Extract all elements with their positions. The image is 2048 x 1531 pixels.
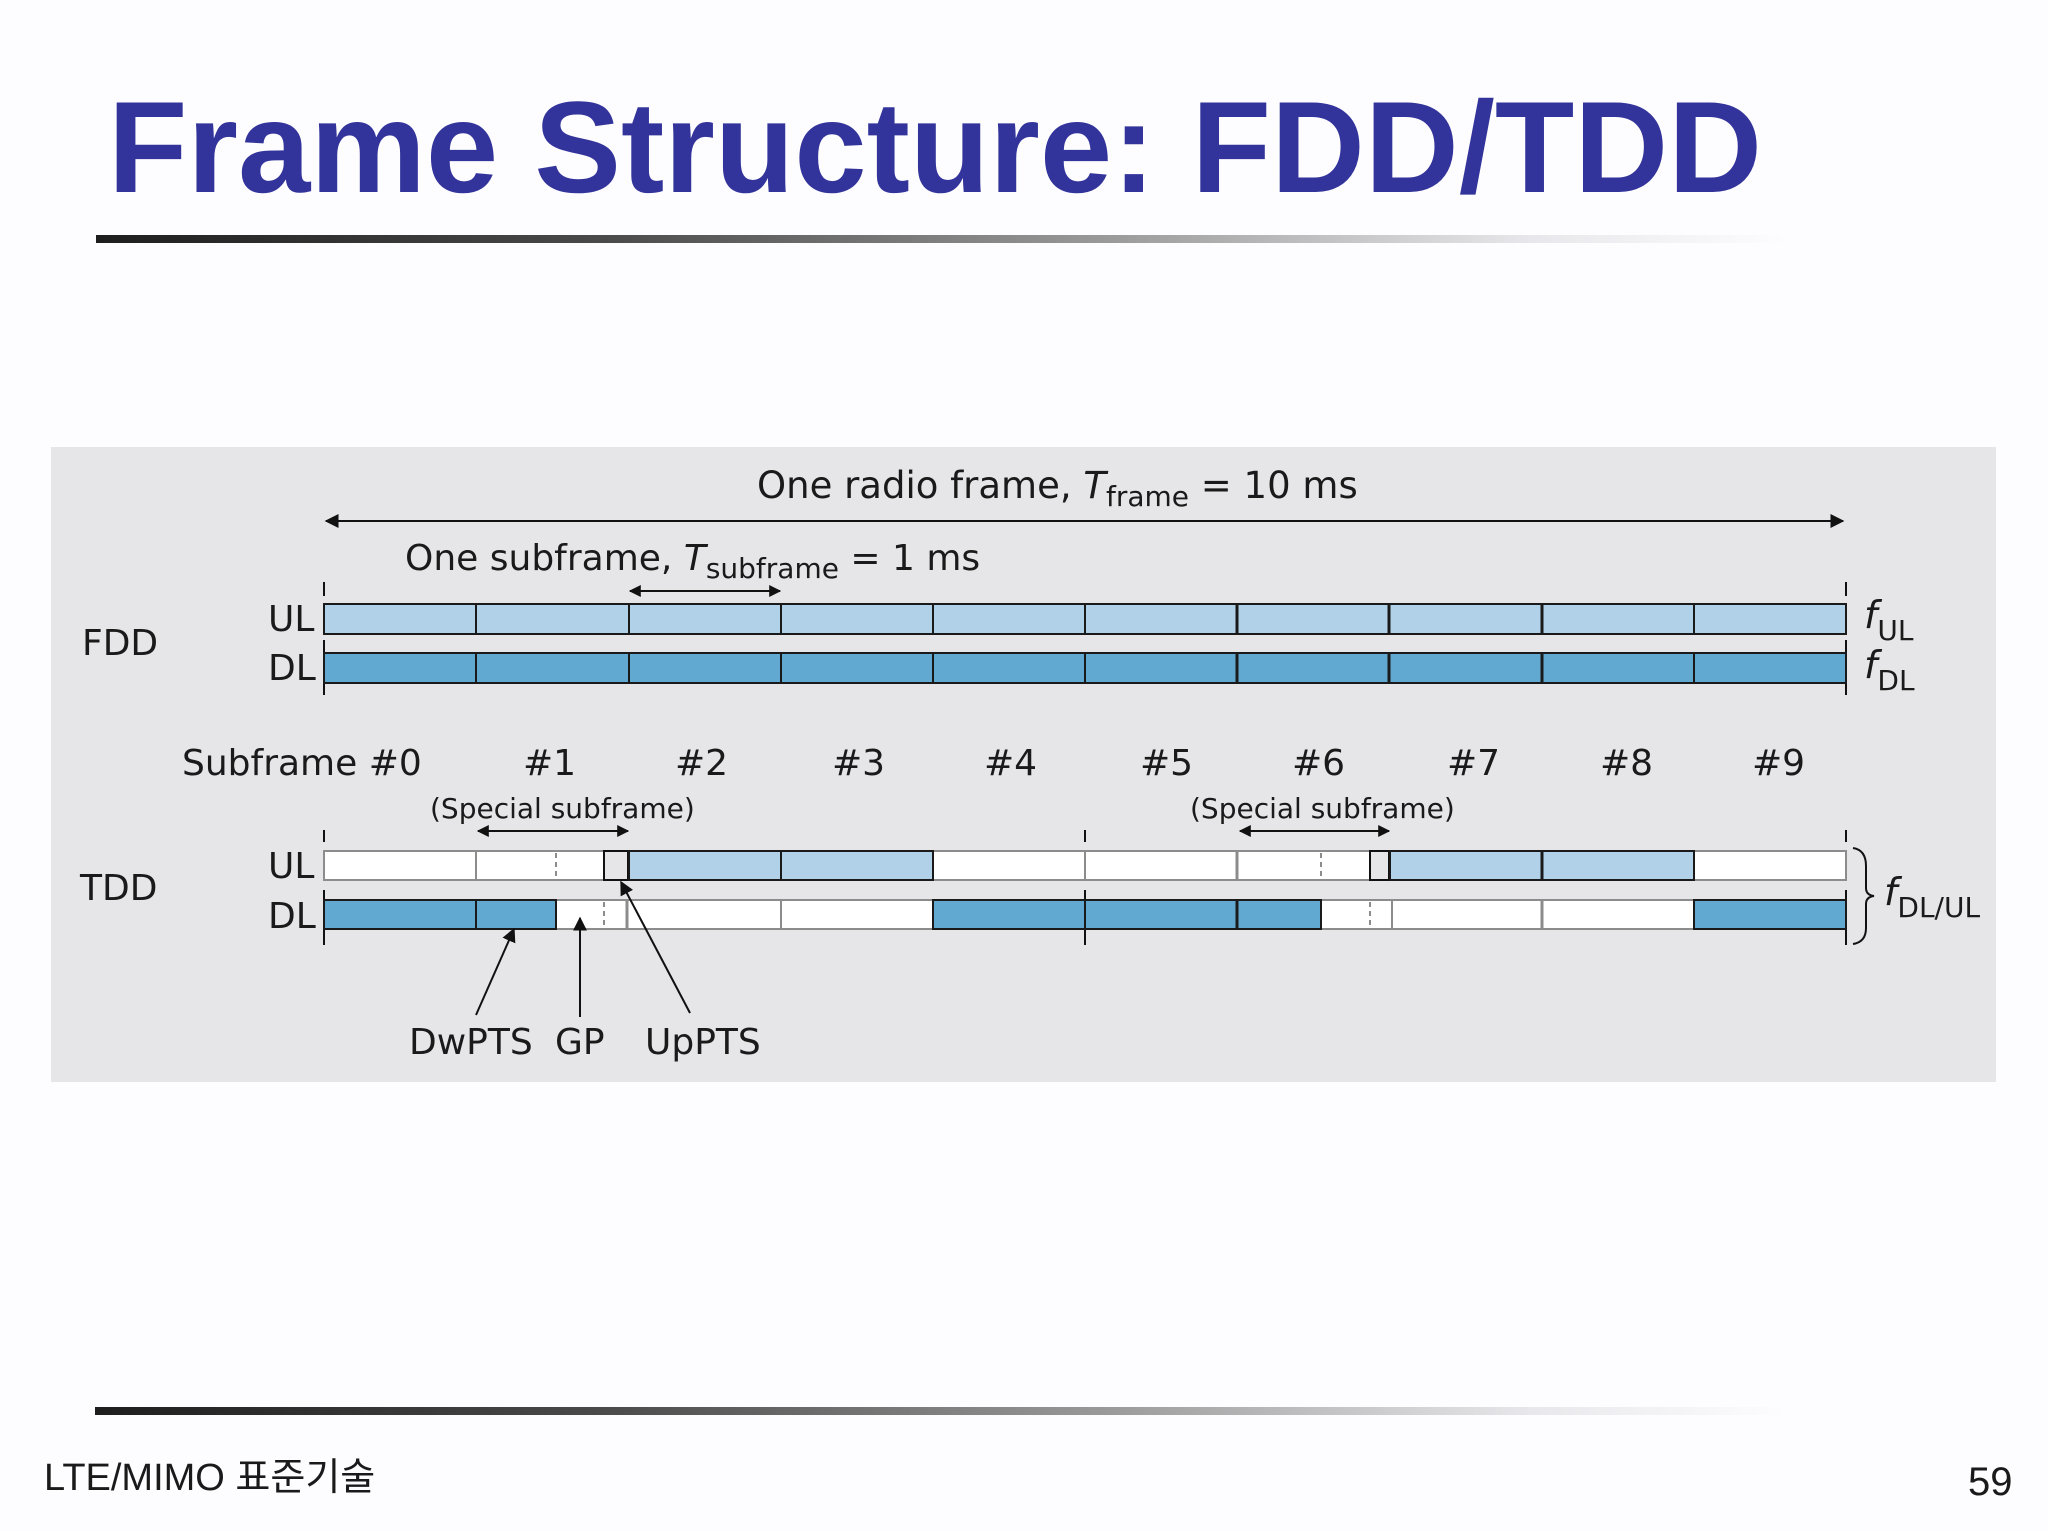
fdd-section: FDD UL DL [82,582,1915,697]
radio-frame-annotation: One radio frame, Tframe = 10 ms [324,464,1845,528]
page-number: 59 [1968,1460,2013,1504]
brace-icon [1852,847,1875,945]
subframe-number: #4 [984,743,1037,784]
uppts-box [1369,850,1390,881]
subframe-number: #8 [1600,743,1653,784]
fdd-dl-label: DL [268,648,316,689]
diagram-panel [51,447,1996,1082]
f-dl-label: fDL [1864,643,1915,697]
fdd-label: FDD [82,623,158,664]
tdd-dl-label: DL [268,896,316,937]
subframe-annotation: One subframe, Tsubframe = 1 ms [405,538,980,597]
subframe-number: #2 [675,743,728,784]
subframe-number: #1 [523,743,576,784]
subframe-label: One subframe, Tsubframe = 1 ms [405,538,980,585]
fdd-ul-bar [323,603,1847,635]
f-dlul-label: fDL/UL [1884,870,1980,924]
uppts-pointer [620,880,691,1014]
tdd-section: TDD UL DL [79,830,1980,945]
subframe-number: Subframe #0 [182,743,422,784]
tdd-dl-bar [323,899,1847,930]
footer-divider [95,1407,1785,1415]
tdd-ul-label: UL [268,846,314,887]
fdd-dl-bar [323,652,1847,684]
uppts-label: UpPTS [645,1022,761,1063]
radio-frame-label: One radio frame, Tframe = 10 ms [757,464,1358,513]
subframe-number: #6 [1292,743,1345,784]
subframe-number: #3 [832,743,885,784]
subframe-number: #9 [1752,743,1805,784]
special-subframe-label: (Special subframe) [1190,792,1455,825]
subframe-number: #7 [1447,743,1500,784]
special-subframe-label: (Special subframe) [430,792,695,825]
slide-title: Frame Structure: FDD/TDD [108,74,1763,220]
f-ul-label: fUL [1864,593,1914,647]
footer-course-title: LTE/MIMO 표준기술 [44,1457,376,1499]
uppts-box [603,850,629,881]
gp-label: GP [555,1022,605,1063]
tdd-ul-bar [323,850,1847,881]
special-field-annotations: DwPTS GP UpPTS [409,880,761,1063]
subframe-number: #5 [1140,743,1193,784]
fdd-ul-label: UL [268,599,314,640]
dwpts-label: DwPTS [409,1022,533,1063]
title-divider [96,235,1786,243]
tdd-label: TDD [79,868,157,909]
dwpts-pointer [475,927,516,1016]
subframe-numbers: Subframe #0 #1 #2 #3 #4 #5 #6 #7 #8 #9 [182,743,1805,784]
special-subframe-annotations: (Special subframe) (Special subframe) [430,792,1455,837]
